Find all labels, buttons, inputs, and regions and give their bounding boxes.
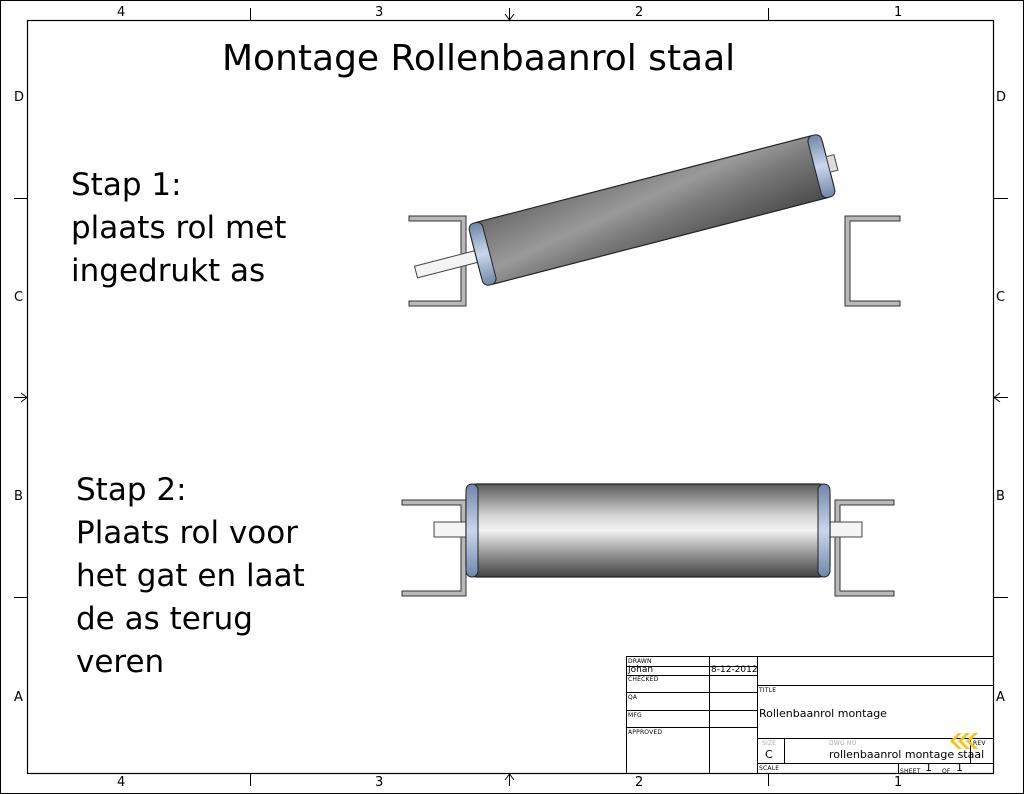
zone-top-3: 3 [375, 5, 384, 20]
step1-left-bracket [408, 215, 467, 307]
tb-of-value: 1 [956, 761, 963, 774]
drawing-title: Montage Rollenbaanrol staal [222, 38, 736, 79]
step2-line: de as terug [76, 601, 253, 637]
step1-line: ingedrukt as [71, 253, 266, 289]
tb-size-value: C [765, 748, 773, 761]
zone-right-a: A [996, 690, 1005, 705]
tb-drawn-label: DRAWN [628, 658, 652, 665]
zone-left-b: B [14, 489, 23, 504]
tb-drawn-date: 8-12-2012 [711, 665, 758, 675]
brand-chevron-icon [950, 733, 978, 749]
step1-line: plaats rol met [71, 210, 287, 246]
zone-left-d: D [14, 90, 25, 105]
step2-line: Plaats rol voor [76, 515, 298, 551]
zone-top-4: 4 [117, 5, 126, 20]
zone-right-d: D [996, 90, 1007, 105]
tb-sheet-label: SHEET [900, 768, 921, 775]
zone-bottom-3: 3 [375, 775, 384, 790]
step2-roller [433, 483, 863, 578]
step2-line: veren [76, 644, 165, 680]
zone-bottom-1: 1 [894, 775, 903, 790]
step2-right-bracket [834, 499, 895, 597]
step1-right-bracket [844, 215, 901, 307]
tb-of-label: OF [942, 768, 951, 775]
zone-bottom-2: 2 [635, 775, 644, 790]
step1-heading: Stap 1: [71, 167, 182, 203]
step1-text: Stap 1: plaats rol met ingedrukt as [71, 164, 286, 293]
zone-left-c: C [14, 290, 24, 305]
zone-top-1: 1 [894, 5, 903, 20]
tb-rev-label: REV [973, 740, 986, 747]
zone-right-c: C [996, 290, 1006, 305]
zone-bottom-4: 4 [117, 775, 126, 790]
tb-title-value: Rollenbaanrol montage [759, 707, 887, 720]
tb-checked-label: CHECKED [628, 676, 659, 683]
tb-mfg-label: MFG [628, 712, 642, 719]
tb-drawn-by: Johan [628, 665, 654, 675]
step2-heading: Stap 2: [76, 472, 187, 508]
zone-top-2: 2 [635, 5, 644, 20]
step2-left-bracket [401, 499, 467, 597]
tb-dwg-label: DWG NO [829, 740, 857, 747]
zone-right-b: B [996, 489, 1005, 504]
tb-title-label: TITLE [759, 687, 777, 694]
step1-roller [413, 134, 839, 286]
tb-dwg-value: rollenbaanrol montage staal [829, 748, 985, 761]
step2-text: Stap 2: Plaats rol voor het gat en laat … [76, 469, 305, 684]
step2-line: het gat en laat [76, 558, 305, 594]
tb-qa-label: QA [628, 694, 638, 701]
tb-approved-label: APPROVED [628, 729, 663, 736]
zone-left-a: A [14, 690, 23, 705]
tb-size-label: SIZE [762, 740, 777, 747]
tb-sheet-value: 1 [925, 761, 932, 774]
tb-scale-label: SCALE [759, 765, 780, 772]
